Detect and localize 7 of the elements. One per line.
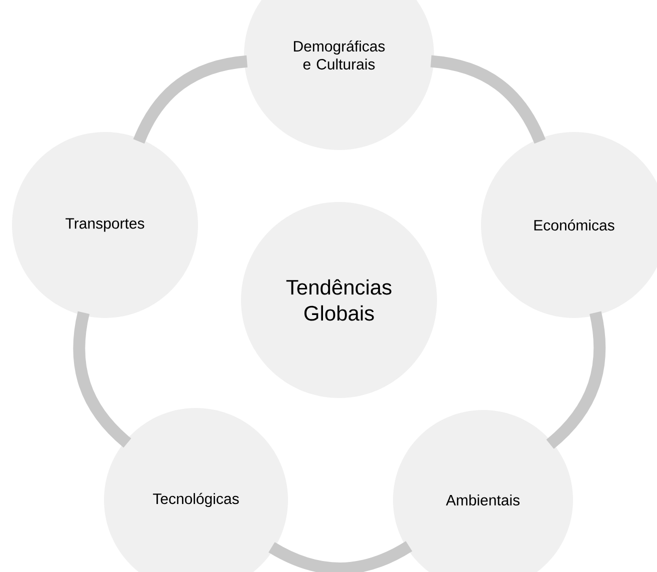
circle-node: Tendências Globais [241,202,437,398]
circle-node: Transportes [12,132,198,318]
connector-arc [430,55,546,144]
connector-arc [73,311,132,448]
connector-arc [268,541,412,572]
connector-arc [133,55,248,144]
connector-arc [546,311,606,449]
